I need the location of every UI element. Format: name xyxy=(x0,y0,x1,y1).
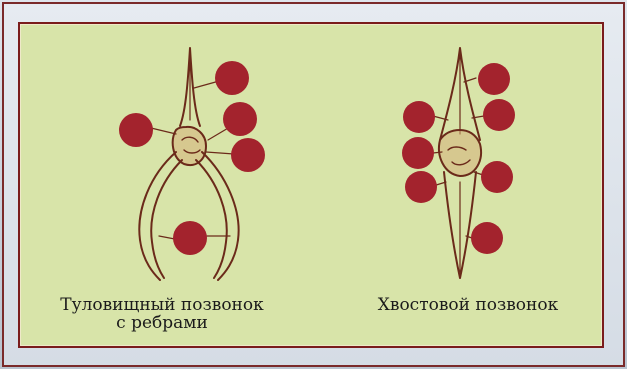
trunk-vertebral-body xyxy=(173,127,206,165)
marker-trunk-spinous[interactable] xyxy=(215,61,249,95)
trunk-vertebra-caption-line1: Туловищный позвонок xyxy=(42,296,282,314)
tail-vertebra-caption: Хвостовой позвонок xyxy=(338,296,598,314)
marker-trunk-rib[interactable] xyxy=(173,221,207,255)
marker-tail-upper-right[interactable] xyxy=(483,99,515,131)
marker-tail-mid-left[interactable] xyxy=(402,137,434,169)
tail-vertebra-caption-text: Хвостовой позвонок xyxy=(338,296,598,314)
trunk-vertebra-caption: Туловищный позвонок с ребрами xyxy=(42,296,282,332)
marker-tail-lower-left[interactable] xyxy=(405,171,437,203)
marker-tail-bottom[interactable] xyxy=(471,222,503,254)
trunk-left-rib xyxy=(139,152,182,280)
marker-trunk-left[interactable] xyxy=(119,113,153,147)
trunk-vertebra-caption-line2: с ребрами xyxy=(42,314,282,332)
marker-tail-lower-right[interactable] xyxy=(481,161,513,193)
marker-tail-upper-left[interactable] xyxy=(403,101,435,133)
trunk-right-rib xyxy=(196,152,239,280)
tail-vertebral-body xyxy=(439,130,481,176)
marker-trunk-upper-right[interactable] xyxy=(223,102,257,136)
marker-tail-top[interactable] xyxy=(478,63,510,95)
marker-trunk-right[interactable] xyxy=(231,138,265,172)
